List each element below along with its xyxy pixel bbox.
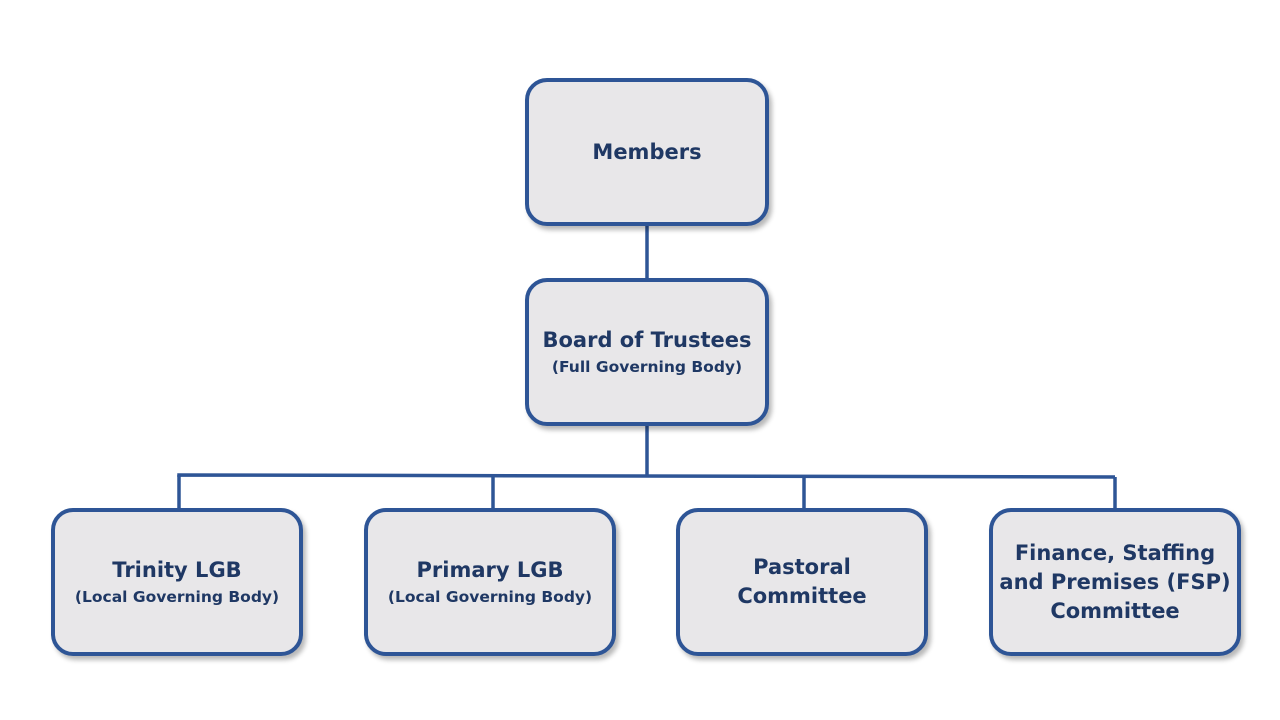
- primary-subtitle: (Local Governing Body): [387, 587, 593, 606]
- trinity-title: Trinity LGB: [112, 557, 242, 582]
- primary-title: Primary LGB: [416, 557, 564, 582]
- primary-lgb-box: Primary LGB (Local Governing Body): [364, 508, 616, 656]
- members-box: Members: [525, 78, 769, 226]
- board-title: Board of Trustees: [542, 327, 752, 352]
- pastoral-committee-box: Pastoral Committee: [676, 508, 928, 656]
- members-title: Members: [592, 139, 702, 164]
- fsp-title-line1: Finance, Staffing: [1014, 540, 1216, 565]
- board-of-trustees-box: Board of Trustees (Full Governing Body): [525, 278, 769, 426]
- trinity-lgb-box: Trinity LGB (Local Governing Body): [51, 508, 303, 656]
- pastoral-title-line1: Pastoral: [753, 555, 851, 579]
- fsp-title-line2: and Premises (FSP): [999, 569, 1231, 594]
- connector-horizontal-bus: [177, 473, 1116, 479]
- fsp-committee-box: Finance, Staffing and Premises (FSP) Com…: [989, 508, 1241, 656]
- trinity-subtitle: (Local Governing Body): [74, 587, 280, 606]
- pastoral-title-line2: Committee: [737, 584, 867, 608]
- fsp-title-line3: Committee: [1050, 598, 1180, 623]
- board-subtitle: (Full Governing Body): [551, 357, 743, 376]
